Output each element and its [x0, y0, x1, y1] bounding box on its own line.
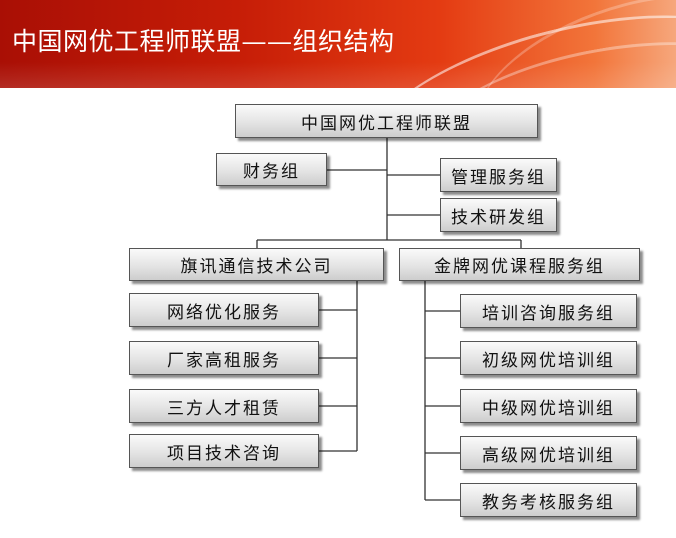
root-node: 中国网优工程师联盟: [235, 104, 538, 138]
node-right-child: 教务考核服务组: [460, 483, 637, 517]
node-right-child: 初级网优培训组: [460, 341, 637, 375]
page-title: 中国网优工程师联盟——组织结构: [12, 27, 395, 56]
header-banner: 中国网优工程师联盟——组织结构: [0, 0, 676, 88]
node-right-child: 培训咨询服务组: [460, 294, 637, 328]
node-tech-rd: 技术研发组: [440, 198, 557, 232]
node-left-branch: 旗讯通信技术公司: [129, 248, 384, 281]
node-right-child: 中级网优培训组: [460, 389, 637, 423]
node-finance: 财务组: [216, 153, 327, 186]
node-management-service: 管理服务组: [440, 158, 557, 192]
node-right-child: 高级网优培训组: [460, 436, 637, 470]
node-right-branch: 金牌网优课程服务组: [399, 248, 640, 281]
node-left-child: 三方人才租赁: [129, 389, 319, 423]
node-left-child: 项目技术咨询: [129, 434, 319, 468]
node-left-child: 网络优化服务: [129, 293, 319, 327]
node-left-child: 厂家高租服务: [129, 341, 319, 375]
